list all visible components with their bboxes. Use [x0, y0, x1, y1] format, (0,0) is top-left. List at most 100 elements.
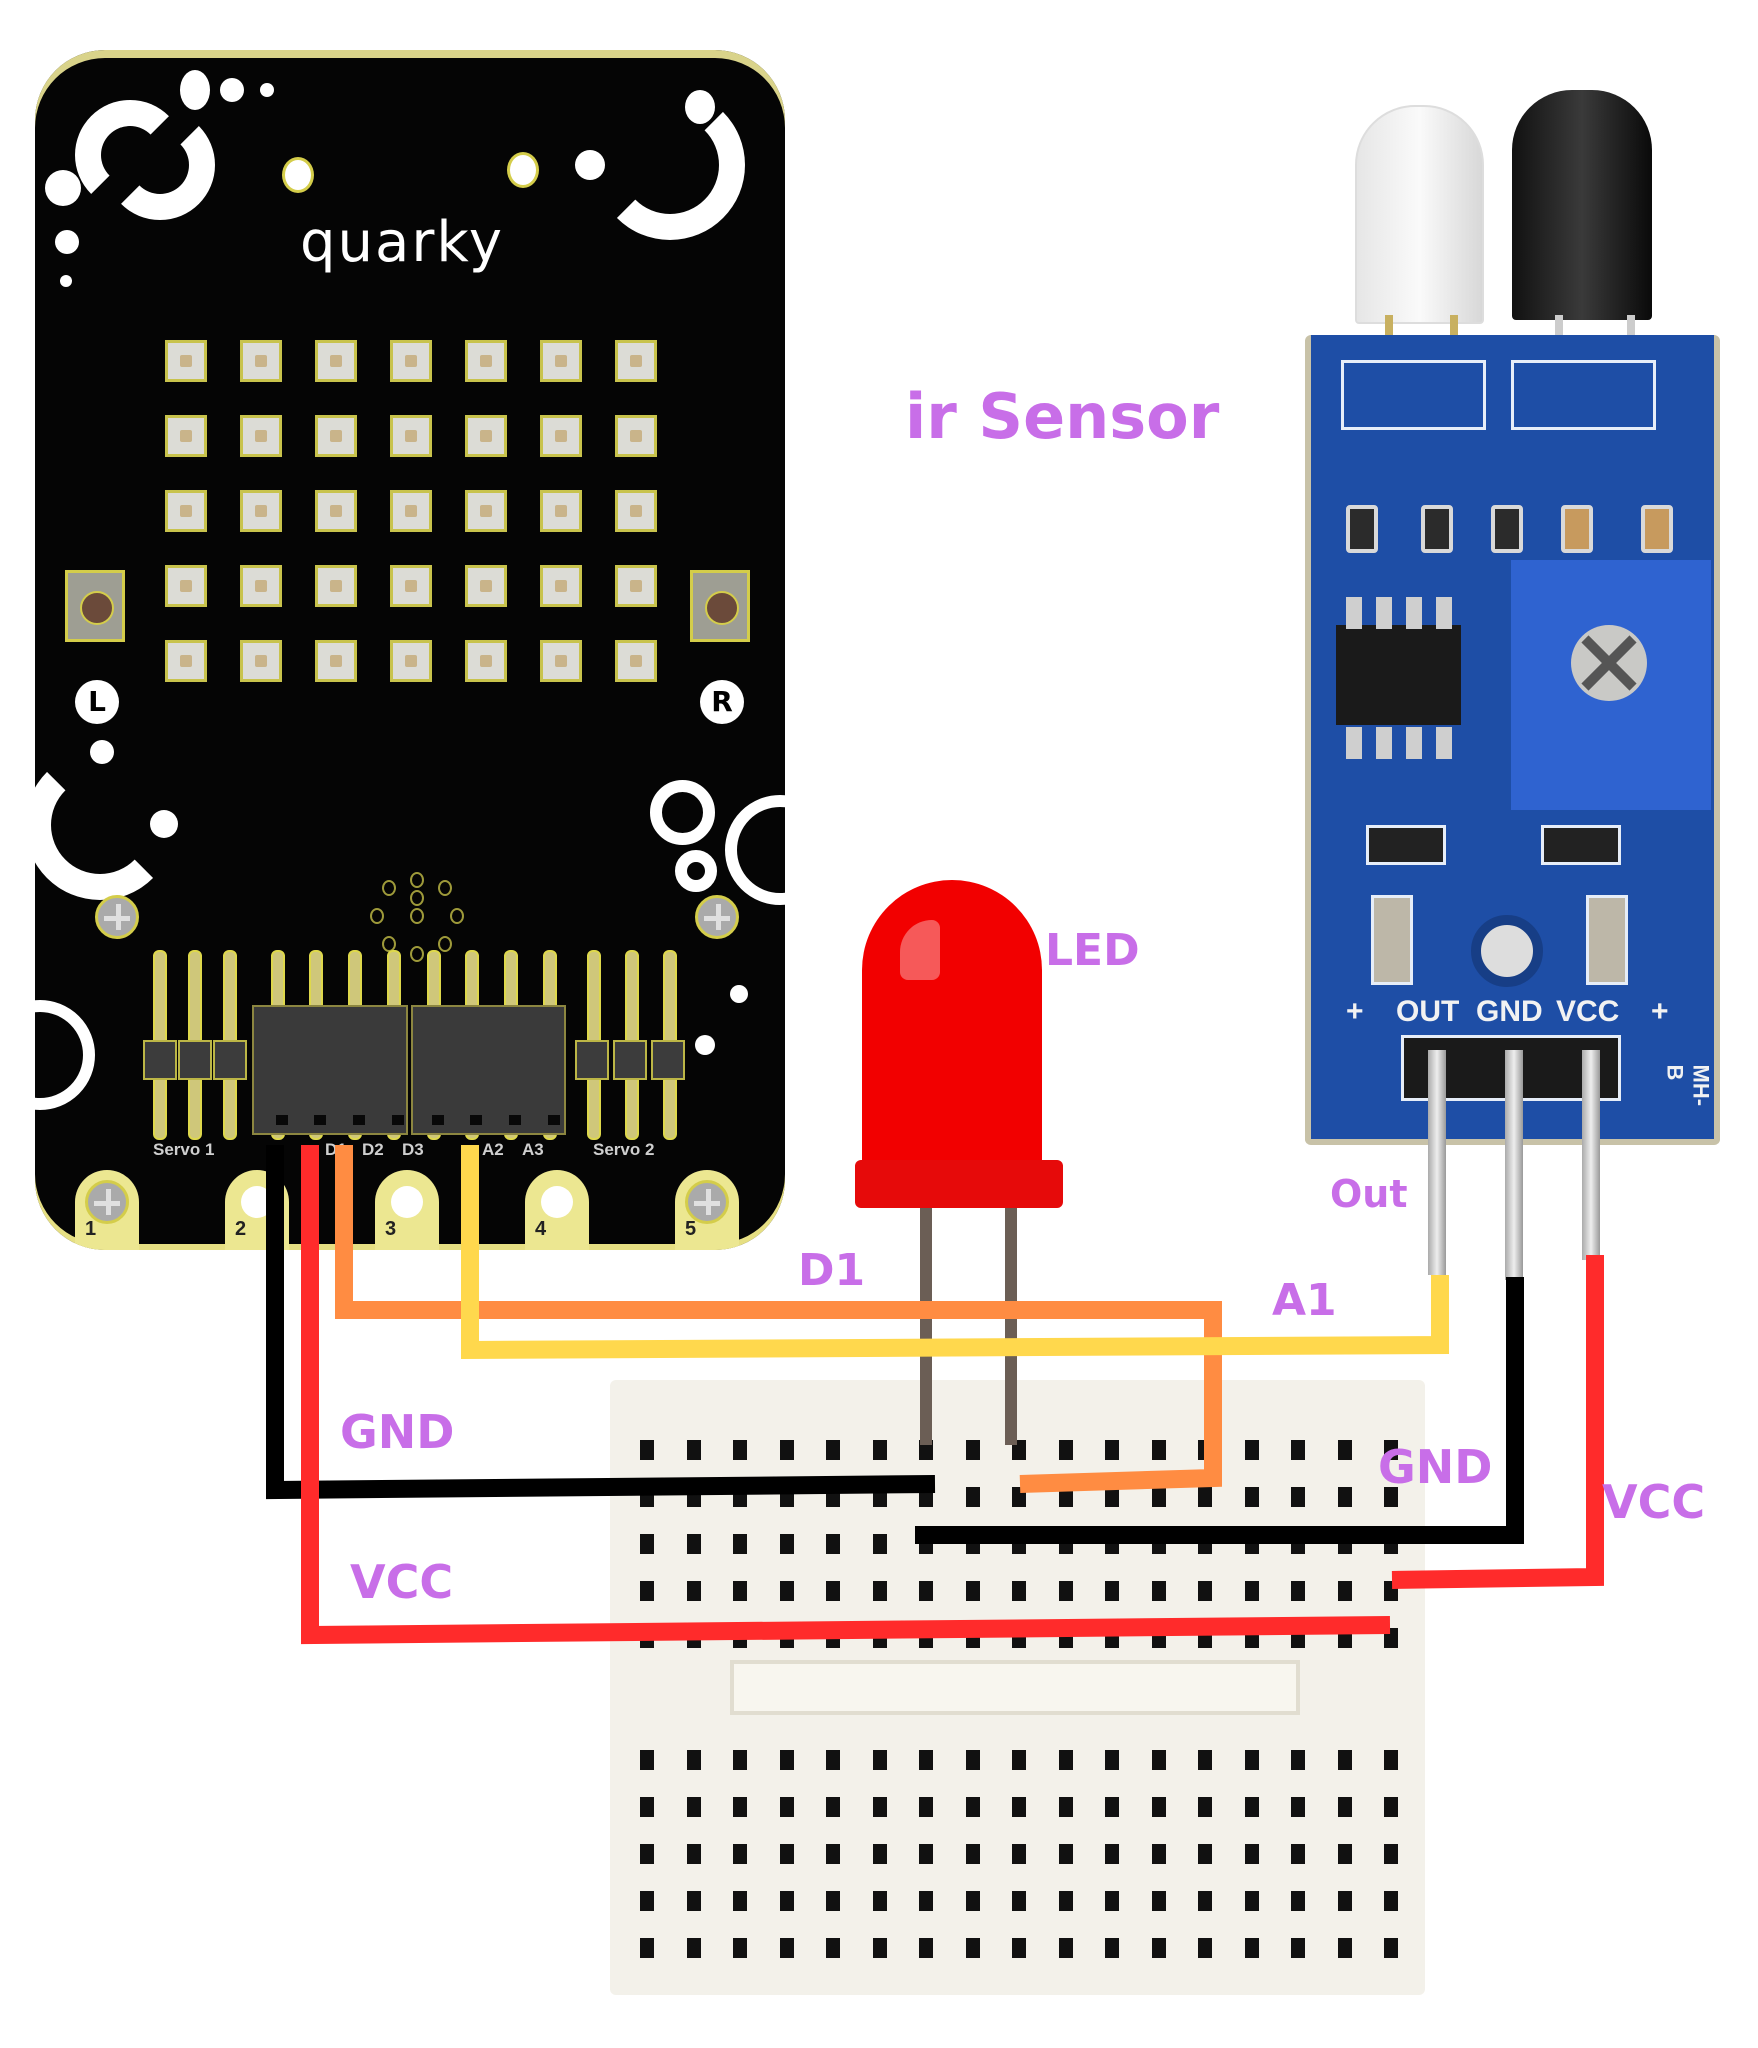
breadboard-hole[interactable]	[965, 1844, 980, 1864]
breadboard-hole[interactable]	[640, 1844, 654, 1864]
breadboard-hole[interactable]	[965, 1440, 980, 1460]
breadboard-hole[interactable]	[1012, 1891, 1026, 1911]
breadboard-hole[interactable]	[733, 1891, 747, 1911]
breadboard-hole[interactable]	[1337, 1891, 1352, 1911]
breadboard-hole[interactable]	[872, 1797, 887, 1817]
breadboard-hole[interactable]	[1105, 1487, 1119, 1507]
breadboard-hole[interactable]	[1337, 1750, 1352, 1770]
breadboard-hole[interactable]	[640, 1581, 654, 1601]
breadboard-hole[interactable]	[1058, 1581, 1073, 1601]
breadboard-hole[interactable]	[1198, 1797, 1212, 1817]
pot-knob-icon[interactable]	[1571, 625, 1647, 701]
breadboard-hole[interactable]	[686, 1534, 701, 1554]
breadboard-hole[interactable]	[965, 1750, 980, 1770]
breadboard-hole[interactable]	[1198, 1487, 1212, 1507]
breadboard-hole[interactable]	[1105, 1891, 1119, 1911]
breadboard-hole[interactable]	[640, 1891, 654, 1911]
breadboard-hole[interactable]	[919, 1581, 933, 1601]
breadboard-hole[interactable]	[826, 1534, 840, 1554]
breadboard-hole[interactable]	[826, 1440, 840, 1460]
breadboard-hole[interactable]	[1337, 1581, 1352, 1601]
breadboard-hole[interactable]	[779, 1750, 794, 1770]
breadboard-hole[interactable]	[1291, 1487, 1305, 1507]
breadboard-hole[interactable]	[640, 1534, 654, 1554]
breadboard-hole[interactable]	[1058, 1891, 1073, 1911]
breadboard-hole[interactable]	[965, 1487, 980, 1507]
breadboard-hole[interactable]	[1244, 1891, 1259, 1911]
breadboard-hole[interactable]	[1105, 1581, 1119, 1601]
breadboard-hole[interactable]	[826, 1797, 840, 1817]
header-socket[interactable]	[432, 1115, 444, 1125]
breadboard-hole[interactable]	[1198, 1938, 1212, 1958]
breadboard-hole[interactable]	[686, 1750, 701, 1770]
breadboard-hole[interactable]	[872, 1440, 887, 1460]
breadboard-hole[interactable]	[1058, 1797, 1073, 1817]
breadboard-hole[interactable]	[1384, 1891, 1398, 1911]
breadboard-hole[interactable]	[686, 1891, 701, 1911]
header-socket[interactable]	[314, 1115, 326, 1125]
breadboard-hole[interactable]	[1012, 1750, 1026, 1770]
breadboard-hole[interactable]	[1151, 1938, 1166, 1958]
breadboard-hole[interactable]	[779, 1581, 794, 1601]
breadboard-hole[interactable]	[733, 1844, 747, 1864]
breadboard-hole[interactable]	[1105, 1797, 1119, 1817]
breadboard-hole[interactable]	[1337, 1844, 1352, 1864]
breadboard-hole[interactable]	[686, 1797, 701, 1817]
button-left[interactable]	[65, 570, 125, 642]
breadboard-hole[interactable]	[1105, 1844, 1119, 1864]
breadboard-hole[interactable]	[919, 1891, 933, 1911]
breadboard-hole[interactable]	[919, 1938, 933, 1958]
breadboard-hole[interactable]	[919, 1750, 933, 1770]
breadboard-hole[interactable]	[1012, 1581, 1026, 1601]
breadboard-hole[interactable]	[686, 1581, 701, 1601]
breadboard-hole[interactable]	[1058, 1750, 1073, 1770]
breadboard-hole[interactable]	[1244, 1440, 1259, 1460]
button-right[interactable]	[690, 570, 750, 642]
breadboard-hole[interactable]	[1337, 1797, 1352, 1817]
breadboard-hole[interactable]	[1384, 1750, 1398, 1770]
breadboard-hole[interactable]	[1291, 1891, 1305, 1911]
breadboard-hole[interactable]	[826, 1938, 840, 1958]
breadboard-hole[interactable]	[779, 1938, 794, 1958]
breadboard-hole[interactable]	[965, 1891, 980, 1911]
breadboard-hole[interactable]	[640, 1797, 654, 1817]
breadboard-hole[interactable]	[779, 1797, 794, 1817]
header-socket[interactable]	[276, 1115, 288, 1125]
breadboard-hole[interactable]	[1198, 1581, 1212, 1601]
breadboard-hole[interactable]	[779, 1534, 794, 1554]
breadboard-hole[interactable]	[733, 1750, 747, 1770]
breadboard-hole[interactable]	[1244, 1581, 1259, 1601]
breadboard-hole[interactable]	[1151, 1844, 1166, 1864]
breadboard-hole[interactable]	[1058, 1440, 1073, 1460]
breadboard-hole[interactable]	[872, 1581, 887, 1601]
breadboard-hole[interactable]	[826, 1581, 840, 1601]
ir-pin-out[interactable]	[1428, 1050, 1446, 1275]
breadboard-hole[interactable]	[965, 1938, 980, 1958]
breadboard-hole[interactable]	[733, 1938, 747, 1958]
breadboard-hole[interactable]	[1105, 1750, 1119, 1770]
breadboard-hole[interactable]	[1291, 1938, 1305, 1958]
breadboard-hole[interactable]	[686, 1844, 701, 1864]
breadboard-hole[interactable]	[1244, 1938, 1259, 1958]
breadboard-hole[interactable]	[1384, 1440, 1398, 1460]
header-socket[interactable]	[392, 1115, 404, 1125]
breadboard-hole[interactable]	[1384, 1487, 1398, 1507]
breadboard-hole[interactable]	[1105, 1440, 1119, 1460]
breadboard-hole[interactable]	[919, 1844, 933, 1864]
breadboard-hole[interactable]	[1384, 1938, 1398, 1958]
breadboard-hole[interactable]	[686, 1440, 701, 1460]
breadboard-hole[interactable]	[686, 1938, 701, 1958]
breadboard-hole[interactable]	[1337, 1487, 1352, 1507]
breadboard-hole[interactable]	[1337, 1938, 1352, 1958]
breadboard-hole[interactable]	[872, 1938, 887, 1958]
breadboard-hole[interactable]	[1291, 1440, 1305, 1460]
breadboard-hole[interactable]	[1244, 1844, 1259, 1864]
breadboard-hole[interactable]	[1058, 1487, 1073, 1507]
breadboard-hole[interactable]	[1012, 1797, 1026, 1817]
ir-pin-vcc[interactable]	[1582, 1050, 1600, 1260]
breadboard-hole[interactable]	[1337, 1440, 1352, 1460]
breadboard-hole[interactable]	[733, 1581, 747, 1601]
breadboard-hole[interactable]	[1198, 1844, 1212, 1864]
breadboard-hole[interactable]	[1151, 1797, 1166, 1817]
potentiometer[interactable]	[1511, 560, 1711, 810]
